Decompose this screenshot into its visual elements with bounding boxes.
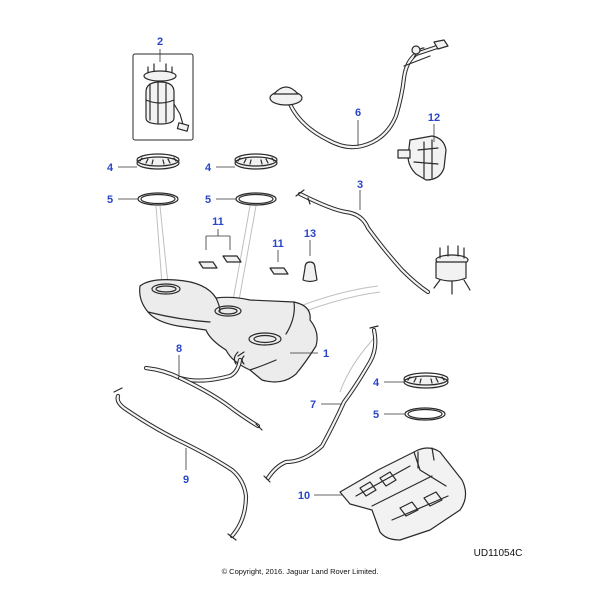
part-3-pipe-pump-unit [295, 189, 471, 295]
callout-11-single: 11 [272, 238, 284, 250]
callout-10: 10 [298, 490, 310, 502]
part-8-fuel-line [143, 351, 263, 431]
part-11-pad-single [269, 250, 289, 275]
drawing-code: UD11054C [474, 548, 523, 559]
callout-6: 6 [355, 107, 361, 119]
callout-4-left: 4 [107, 162, 114, 174]
part-9-fuel-line [113, 387, 249, 541]
callout-4-right: 4 [373, 377, 380, 389]
part-11-pads-pair [198, 229, 242, 269]
callout-13: 13 [304, 228, 316, 240]
callout-3: 3 [357, 179, 363, 191]
callout-labels: 2 6 12 4 4 3 5 5 11 13 11 8 1 4 7 5 9 10 [107, 36, 440, 502]
callout-11-pair: 11 [212, 216, 224, 228]
callout-9: 9 [183, 474, 189, 486]
callout-5-right: 5 [373, 409, 379, 421]
part-5-seal-center [216, 192, 277, 206]
part-4-lock-ring-right [384, 372, 449, 389]
callout-4-center: 4 [205, 162, 212, 174]
callout-5-left: 5 [107, 194, 113, 206]
callout-7: 7 [310, 399, 316, 411]
part-12-valve [397, 124, 447, 181]
part-5-seal-right [384, 407, 446, 421]
callout-1: 1 [323, 348, 329, 360]
part-2-fuel-pump-module [132, 49, 194, 141]
callout-2: 2 [157, 36, 163, 48]
copyright-notice: © Copyright, 2016. Jaguar Land Rover Lim… [221, 567, 379, 576]
part-4-lock-ring-left [118, 153, 180, 170]
part-10-heat-shield [314, 447, 467, 541]
part-13-plug [302, 240, 318, 283]
callout-5-center: 5 [205, 194, 211, 206]
part-7-fuel-line [263, 325, 379, 483]
part-6-filler-pipe [269, 39, 449, 150]
callout-8: 8 [176, 343, 182, 355]
part-1-fuel-tank [139, 279, 318, 383]
callout-12: 12 [428, 112, 440, 124]
part-5-seal-left [118, 192, 179, 206]
part-4-lock-ring-center [216, 153, 278, 170]
